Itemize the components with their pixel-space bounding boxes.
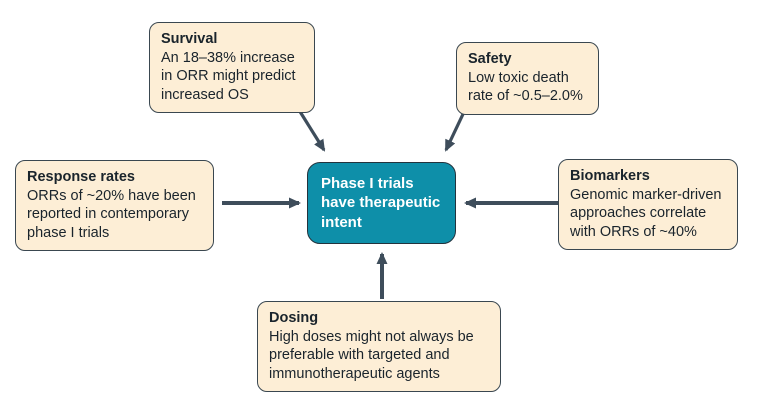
node-safety-title: Safety xyxy=(468,51,512,67)
node-survival-title: Survival xyxy=(161,31,218,47)
node-dosing: Dosing High doses might not always be pr… xyxy=(257,301,501,393)
node-response-rates: Response rates ORRs of ~20% have been re… xyxy=(15,160,214,252)
node-biomarkers: Biomarkers Genomic marker-driven approac… xyxy=(558,159,738,251)
node-biomarkers-body: Genomic marker-driven approaches correla… xyxy=(570,186,722,240)
node-response-rates-body: ORRs of ~20% have been reported in conte… xyxy=(27,187,196,241)
node-dosing-title: Dosing xyxy=(269,310,319,326)
node-biomarkers-title: Biomarkers xyxy=(570,168,650,184)
node-safety: Safety Low toxic death rate of ~0.5–2.0% xyxy=(456,42,599,115)
node-safety-body: Low toxic death rate of ~0.5–2.0% xyxy=(468,69,583,105)
arrow-safety-to-center xyxy=(444,111,466,152)
node-center-phase-1-trials: Phase I trials have therapeutic intent xyxy=(307,162,456,244)
node-survival-body: An 18–38% increase in ORR might predict … xyxy=(161,49,296,103)
node-response-rates-title: Response rates xyxy=(27,169,135,185)
node-survival: Survival An 18–38% increase in ORR might… xyxy=(149,22,315,114)
arrow-survival-to-center xyxy=(297,109,326,152)
node-dosing-body: High doses might not always be preferabl… xyxy=(269,328,474,382)
